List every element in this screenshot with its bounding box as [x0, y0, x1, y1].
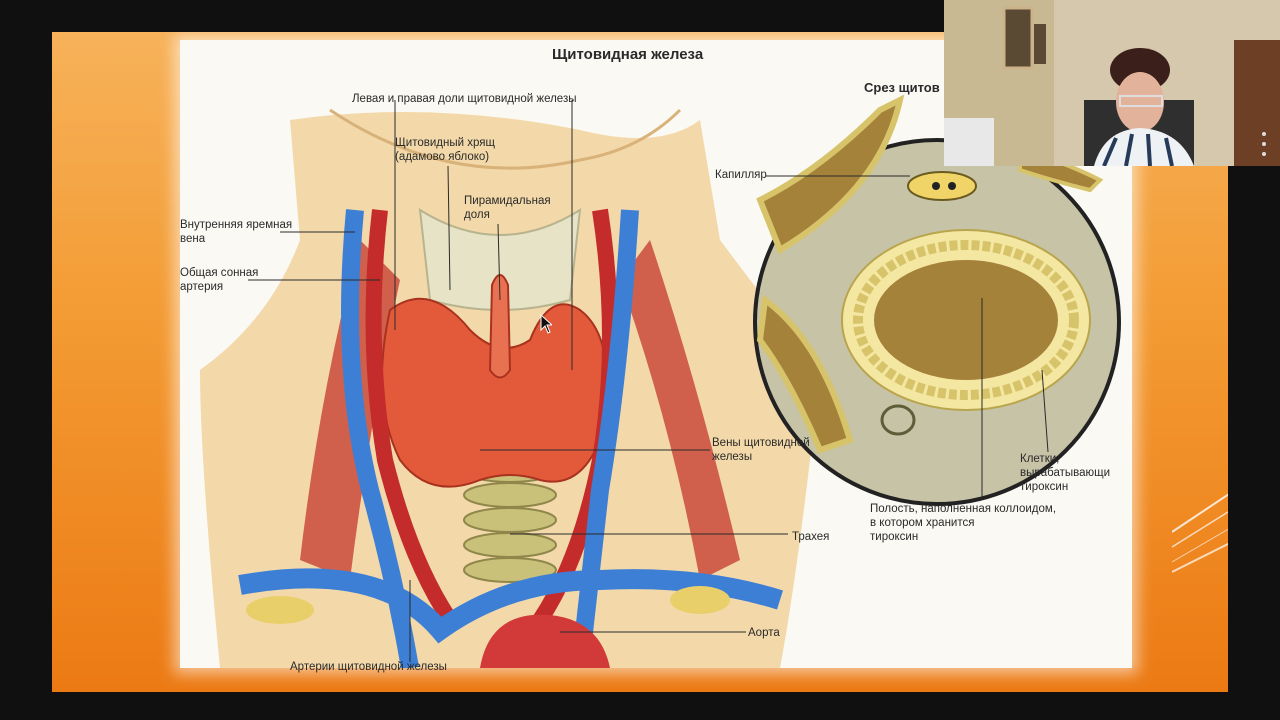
label-pyramidal-lobe: Пирамидальная доля — [464, 195, 551, 221]
label-carotid-artery: Общая сонная артерия — [180, 267, 259, 293]
mouse-cursor — [540, 313, 554, 334]
section-title: Срез щитов — [864, 80, 940, 95]
follicle-section — [753, 94, 1121, 506]
label-trachea: Трахея — [792, 531, 830, 543]
label-aorta: Аорта — [748, 627, 780, 639]
label-cells: Клетки, вырабатывающи тироксин — [1020, 453, 1111, 493]
thyroid-anatomy-illustration — [200, 94, 1121, 668]
slide-title: Щитовидная железа — [552, 46, 704, 63]
decorative-lines — [1172, 493, 1228, 573]
label-thyroid-veins: Вены щитовидной железы — [712, 437, 810, 463]
label-capillary: Капилляр — [715, 169, 767, 181]
label-jugular-vein: Внутренняя яремная вена — [180, 219, 293, 245]
webcam-feed[interactable] — [944, 0, 1280, 166]
label-adams-apple: Щитовидный хрящ (адамово яблоко) — [395, 137, 495, 163]
label-lobes: Левая и правая доли щитовидной железы — [352, 93, 577, 105]
more-vertical-icon[interactable] — [1258, 128, 1270, 160]
user-video-icon — [1094, 48, 1194, 166]
label-cavity: Полость, наполненная коллоидом, в которо… — [870, 503, 1057, 543]
label-thyroid-arteries: Артерии щитовидной железы — [290, 661, 447, 673]
